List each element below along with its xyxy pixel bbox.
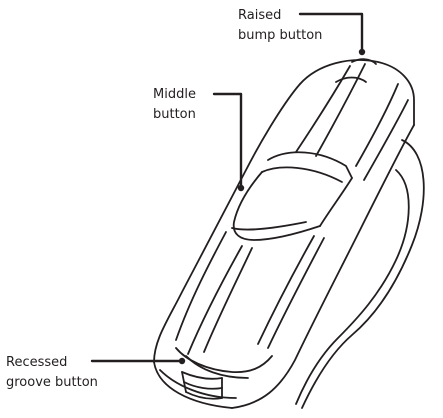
device-body <box>153 59 415 409</box>
label-raised-bump-line1: Raised <box>238 8 281 23</box>
label-middle-line1: Middle <box>153 87 196 102</box>
side-clip <box>295 139 425 409</box>
end-face <box>159 347 273 399</box>
recessed-groove-button <box>181 371 223 400</box>
label-recessed-groove-line2: groove button <box>6 375 98 390</box>
label-middle: Middle button <box>153 87 196 122</box>
leader-line-middle <box>212 92 243 188</box>
lower-face-lines <box>175 231 325 355</box>
leader-dot-raised <box>358 48 366 56</box>
leader-dot-middle <box>237 184 245 192</box>
top-face-lines <box>295 63 409 181</box>
label-raised-bump: Raised bump button <box>238 8 322 43</box>
label-raised-bump-line2: bump button <box>238 28 322 43</box>
leader-line-raised <box>298 12 364 54</box>
label-recessed-groove-line1: Recessed <box>6 355 67 370</box>
leader-dot-recessed <box>178 357 186 365</box>
label-recessed-groove: Recessed groove button <box>6 355 98 390</box>
raised-bump-button <box>335 58 377 83</box>
middle-button <box>231 151 353 241</box>
label-middle-line2: button <box>153 107 196 122</box>
